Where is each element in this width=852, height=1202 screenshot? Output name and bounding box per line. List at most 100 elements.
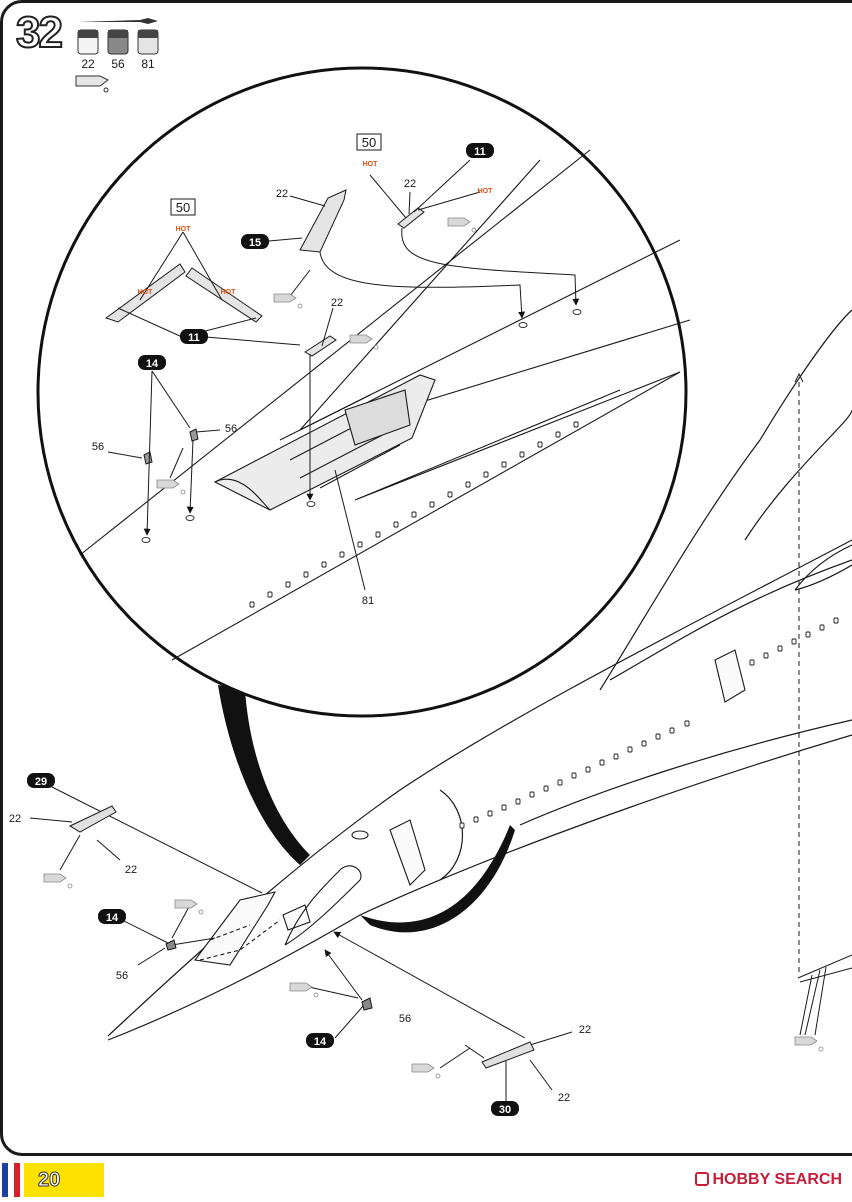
leader-line	[464, 1044, 485, 1059]
part-tag	[466, 143, 494, 158]
glue-icon	[289, 982, 319, 998]
part-tag	[98, 909, 126, 924]
leader-line	[334, 1004, 365, 1039]
leader-line	[137, 947, 166, 966]
mounting-hole	[141, 537, 151, 543]
leader-line	[324, 949, 363, 1001]
leader-line	[151, 370, 191, 429]
hot-marker: HOT	[478, 188, 494, 195]
arrow-icon	[794, 372, 804, 383]
watermark-logo-icon	[694, 1172, 709, 1186]
paint-callout: 22	[404, 178, 416, 190]
leader-line	[195, 429, 221, 433]
leader-line	[107, 451, 143, 459]
mounting-hole	[185, 515, 195, 521]
paint-callout: 22	[558, 1092, 570, 1104]
leader-line	[369, 174, 407, 219]
flag-stripe	[14, 1163, 20, 1197]
hot-marker: HOT	[363, 161, 379, 168]
leader-line	[143, 370, 153, 536]
leader-line	[171, 937, 216, 946]
leader-line	[333, 931, 526, 1039]
leader-line	[96, 839, 121, 861]
paint-callout: 22	[9, 813, 21, 825]
vane-part	[481, 1041, 535, 1069]
paint-code: 22	[81, 57, 95, 71]
french-flag-icon	[2, 1163, 22, 1197]
vane-part	[104, 263, 186, 323]
leader-line	[334, 469, 366, 591]
part-tag	[27, 773, 55, 788]
leader-line	[401, 227, 580, 306]
mounting-hole	[518, 322, 528, 328]
leader-line	[529, 1059, 553, 1091]
brush-icon	[78, 18, 158, 24]
vane-part	[68, 805, 117, 833]
watermark: HOBBY SEARCH	[694, 1171, 842, 1189]
magnifier-link	[360, 825, 515, 933]
flag-stripe	[2, 1163, 8, 1197]
leader-line	[289, 195, 326, 207]
paint-callout: 56	[225, 423, 237, 435]
part-tag	[180, 329, 208, 344]
glue-tube-icon	[75, 75, 109, 93]
paint-callout: 56	[116, 970, 128, 982]
paint-jar-icon	[137, 29, 159, 55]
paint-callout: 22	[579, 1024, 591, 1036]
paint-callout: 56	[92, 441, 104, 453]
probe-part	[143, 451, 153, 465]
mounting-hole	[306, 501, 316, 507]
magnifier-inset	[36, 66, 691, 718]
hot-marker: HOT	[138, 289, 154, 296]
part-tag	[306, 1033, 334, 1048]
leader-line	[29, 817, 73, 823]
glue-icon	[43, 873, 73, 889]
part-number: 14	[314, 1036, 327, 1048]
window-row	[459, 617, 839, 829]
paint-callout: 22	[125, 864, 137, 876]
probe-part	[165, 939, 177, 951]
leader-line	[289, 269, 311, 297]
leader-line	[59, 834, 81, 871]
paint-code: 56	[111, 57, 125, 71]
leader-line	[439, 1047, 471, 1069]
page-number: 20	[24, 1163, 104, 1197]
hot-marker: HOT	[176, 226, 192, 233]
vane-part	[397, 207, 425, 229]
leader-line	[319, 251, 526, 319]
glue-icon	[794, 1036, 824, 1052]
probe-part	[361, 997, 373, 1011]
magnifier-link	[218, 685, 310, 865]
leader-line	[321, 307, 334, 347]
paint-jar-icon	[107, 29, 129, 55]
mounting-hole	[572, 309, 582, 315]
paint-code: 81	[141, 57, 155, 71]
decal-box	[356, 133, 382, 151]
leader-line	[186, 439, 194, 514]
leader-line	[51, 786, 263, 894]
paint-jar-icon	[77, 29, 99, 55]
paint-callout: 22	[331, 297, 343, 309]
part-tag	[138, 355, 166, 370]
paint-callout: 56	[399, 1013, 411, 1025]
decal-box	[170, 198, 196, 216]
tail-cone	[797, 954, 852, 1036]
leader-line	[413, 159, 471, 213]
leader-line	[139, 231, 223, 301]
step-number: 32	[15, 7, 64, 58]
page-frame	[0, 0, 852, 1156]
part-number: 29	[35, 776, 47, 788]
part-number: 15	[249, 237, 261, 249]
glue-icon	[411, 1063, 441, 1079]
paint-callout: 81	[362, 595, 374, 607]
glue-icon	[174, 899, 204, 915]
part-number: 11	[188, 332, 200, 344]
part-tag	[241, 234, 269, 249]
part-number: 30	[499, 1104, 511, 1116]
part-number: 11	[474, 146, 486, 158]
leader-line	[169, 447, 184, 479]
part-number: 14	[106, 912, 119, 924]
leader-line	[171, 904, 191, 939]
leader-line	[205, 336, 301, 346]
part-tag	[491, 1101, 519, 1116]
